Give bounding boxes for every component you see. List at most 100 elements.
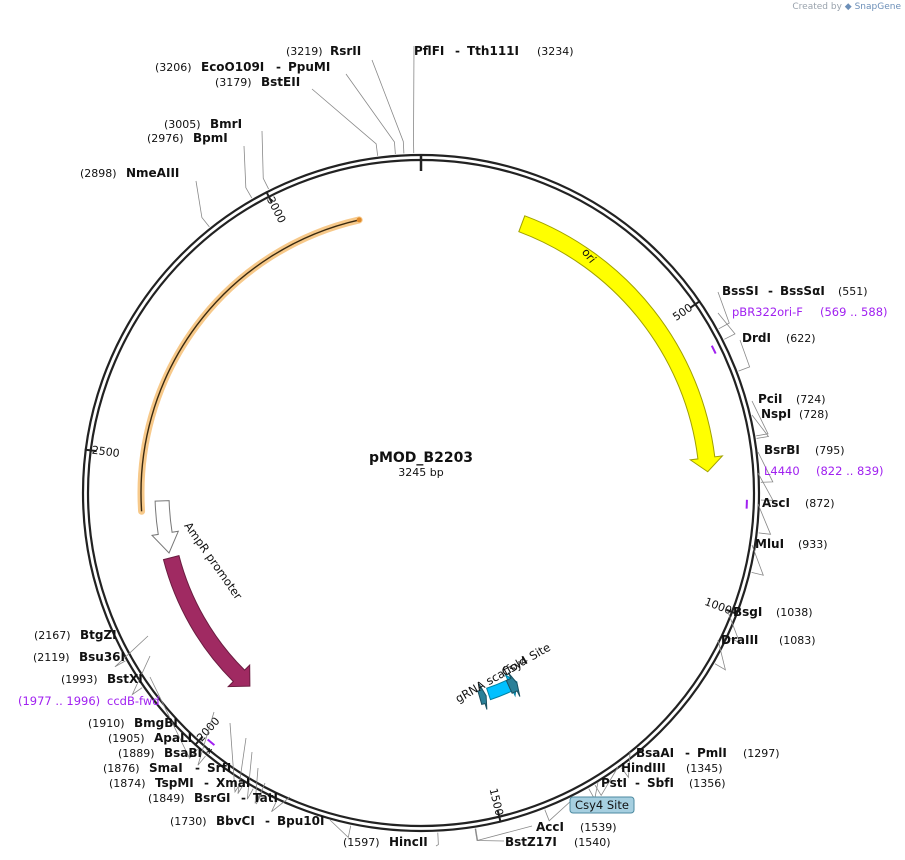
csy4-site-callout[interactable] <box>569 796 635 814</box>
enzyme-label[interactable]: PflFI <box>414 44 444 58</box>
enzyme-label[interactable]: SmaI <box>149 761 183 775</box>
ori-feature[interactable] <box>518 215 724 473</box>
tick-mark <box>84 448 97 453</box>
enzyme-label[interactable]: RsrII <box>330 44 361 58</box>
primer-marker[interactable] <box>710 345 717 355</box>
csy4-site-feature[interactable] <box>505 672 521 697</box>
enzyme-label[interactable]: BsrBI <box>764 443 800 457</box>
leader-line <box>243 145 253 199</box>
enzyme-label[interactable]: Bsu36I <box>79 650 125 664</box>
primer-label[interactable]: ccdB-fwd <box>107 694 160 708</box>
svg-text:-: - <box>195 761 200 775</box>
enzyme-label[interactable]: Tth111I <box>467 44 519 58</box>
enzyme-label[interactable]: PmlI <box>697 746 727 760</box>
tick-mark <box>265 190 273 203</box>
enzyme-label[interactable]: HindIII <box>621 761 666 775</box>
enzyme-label[interactable]: EcoO109I <box>201 60 264 74</box>
leader-line <box>371 59 405 154</box>
enzyme-label[interactable]: BssSI <box>722 284 759 298</box>
enzyme-label[interactable]: BmrI <box>210 117 242 131</box>
enzyme-pos: (872) <box>805 497 835 510</box>
brand-name: SnapGene <box>854 2 901 12</box>
enzyme-label[interactable]: BsaAI <box>636 746 674 760</box>
enzyme-pos: (1356) <box>689 777 726 790</box>
ampr-promoter-feature[interactable] <box>150 500 180 554</box>
enzyme-pos: (3219) <box>286 45 323 58</box>
enzyme-label[interactable]: ApaLI <box>154 731 192 745</box>
plasmid-size: 3245 bp <box>398 466 443 479</box>
enzyme-label[interactable]: XmaI <box>216 776 250 790</box>
enzyme-label[interactable]: DraIII <box>721 633 758 647</box>
enzyme-label[interactable]: BstXI <box>107 672 143 686</box>
enzyme-label[interactable]: BssSαI <box>780 284 825 298</box>
enzyme-label[interactable]: DrdI <box>742 331 771 345</box>
leader-line <box>621 751 631 779</box>
enzyme-label[interactable]: PciI <box>758 392 783 406</box>
primer-marker[interactable] <box>206 738 216 746</box>
enzyme-label[interactable]: BbvCI <box>216 814 255 828</box>
enzyme-pos: (622) <box>786 332 816 345</box>
credit-text: Created by <box>792 2 842 12</box>
primer-range: (569 .. 588) <box>820 305 888 319</box>
enzyme-pos: (1730) <box>170 815 207 828</box>
ccdB-feature[interactable] <box>162 555 251 688</box>
enzyme-label[interactable]: SrfI <box>207 761 231 775</box>
enzyme-pos: (3206) <box>155 61 192 74</box>
enzyme-label[interactable]: PstI <box>601 776 627 790</box>
enzyme-label[interactable]: TatI <box>253 791 278 805</box>
enzyme-label[interactable]: BstZ17I <box>505 835 557 849</box>
enzyme-pos: (1905) <box>108 732 145 745</box>
ampr-end-marker <box>356 217 362 223</box>
enzyme-label[interactable]: BmgBI <box>134 716 178 730</box>
enzyme-label[interactable]: NmeAIII <box>126 166 179 180</box>
enzyme-label[interactable]: BtgZI <box>80 628 117 642</box>
leader-line <box>131 655 151 696</box>
ccdB-label: ccdB <box>259 659 290 686</box>
enzyme-pos: (1993) <box>61 673 98 686</box>
enzyme-label[interactable]: AccI <box>536 820 564 834</box>
enzyme-label[interactable]: TspMI <box>155 776 194 790</box>
svg-text:-: - <box>635 776 640 790</box>
svg-text:-: - <box>204 776 209 790</box>
enzyme-label[interactable]: NspI <box>761 407 791 421</box>
enzyme-pos: (2119) <box>33 651 70 664</box>
leader-line <box>751 544 764 576</box>
tick-label: 2500 <box>91 444 120 460</box>
enzyme-label[interactable]: AscI <box>762 496 790 510</box>
tick-label: 3000 <box>264 194 288 225</box>
enzyme-label[interactable]: HincII <box>389 835 428 849</box>
leader-line <box>271 796 291 813</box>
enzyme-label[interactable]: Bpu10I <box>277 814 324 828</box>
csy4-site-2-feature[interactable] <box>477 683 488 710</box>
leader-line <box>727 611 741 644</box>
leader-line <box>714 639 727 671</box>
enzyme-label[interactable]: BstEII <box>261 75 300 89</box>
enzyme-label[interactable]: PpuMI <box>288 60 330 74</box>
enzyme-label[interactable]: BpmI <box>193 131 228 145</box>
leader-line <box>311 88 379 156</box>
leader-line <box>246 751 254 800</box>
enzyme-label[interactable]: SbfI <box>647 776 674 790</box>
leader-line <box>195 180 210 228</box>
enzyme-label[interactable]: BsaBI * <box>164 746 213 760</box>
leader-line <box>345 73 396 154</box>
enzyme-pos: (1297) <box>743 747 780 760</box>
snapgene-logo-icon: ◆ <box>844 2 852 12</box>
enzyme-label[interactable]: BsgI <box>733 605 762 619</box>
enzyme-pos: (3005) <box>164 118 201 131</box>
primer-label[interactable]: pBR322ori-F <box>732 305 803 319</box>
enzyme-pos: (1539) <box>580 821 617 834</box>
tick-label: 500 <box>670 301 695 324</box>
primer-label[interactable]: L4440 <box>764 464 800 478</box>
enzyme-label[interactable]: MluI <box>755 537 784 551</box>
leader-line <box>114 635 149 668</box>
enzyme-label[interactable]: BsrGI <box>194 791 231 805</box>
leader-line <box>261 130 269 190</box>
enzyme-pos: (551) <box>838 285 868 298</box>
leader-line <box>435 832 439 847</box>
enzyme-pos: (1876) <box>103 762 140 775</box>
enzyme-pos: (2898) <box>80 167 117 180</box>
enzyme-pos: (1597) <box>343 836 380 849</box>
